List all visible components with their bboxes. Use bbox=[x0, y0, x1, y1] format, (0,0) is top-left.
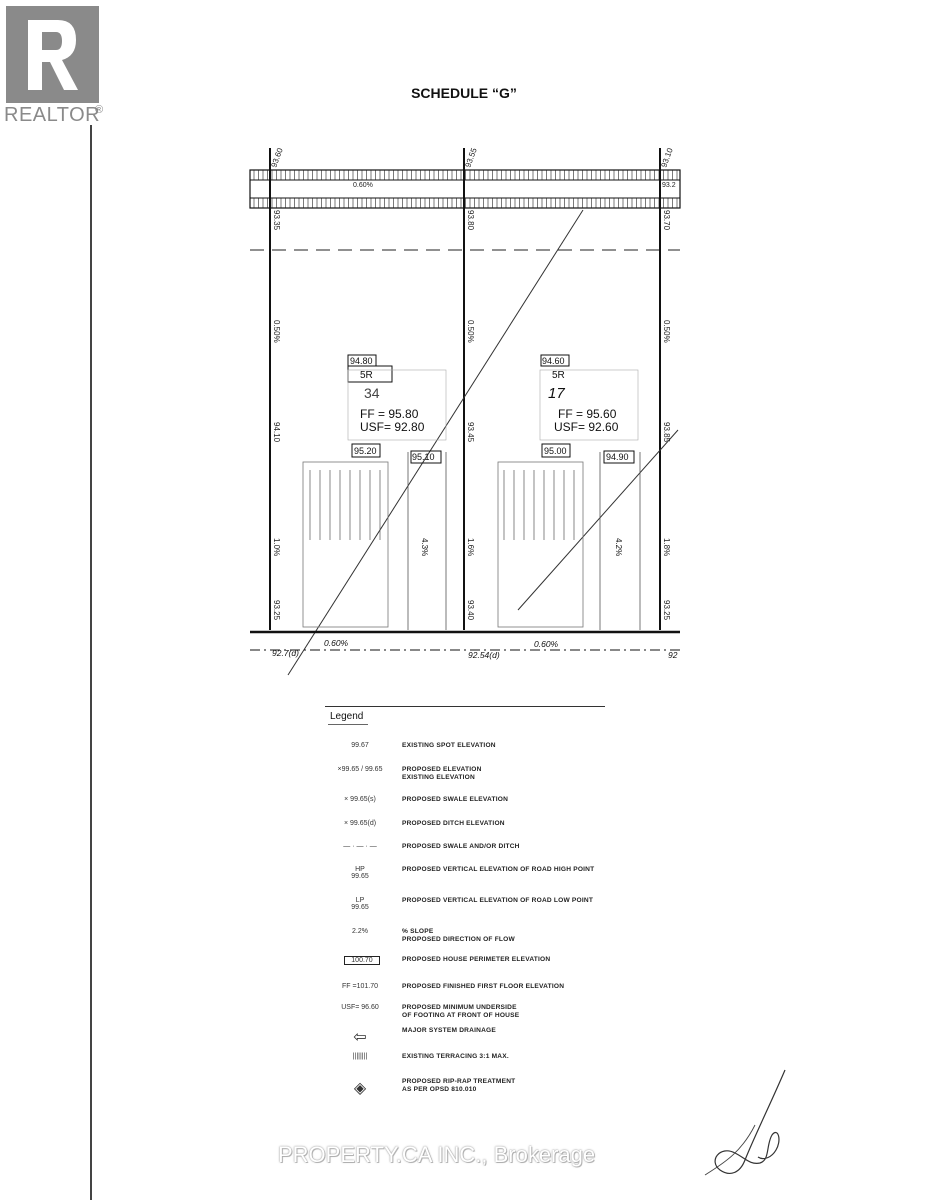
lot-17-number: 17 bbox=[548, 385, 565, 402]
legend-item: FF =101.70 PROPOSED FINISHED FIRST FLOOR … bbox=[330, 983, 630, 1007]
legend-description: MAJOR SYSTEM DRAINAGE bbox=[402, 1027, 496, 1034]
slope-one-2: 1.6% bbox=[466, 538, 475, 556]
legend-item: × 99.65(s) PROPOSED SWALE ELEVATION bbox=[330, 796, 630, 820]
legend-item: — · — · — PROPOSED SWALE AND/OR DITCH bbox=[330, 843, 630, 867]
legend-symbol: 2.2% bbox=[352, 928, 368, 935]
legend-item: × 99.65(d) PROPOSED DITCH ELEVATION bbox=[330, 820, 630, 844]
lot-34-perimeter: 94.80 bbox=[350, 356, 373, 366]
legend-description: PROPOSED ELEVATION EXISTING ELEVATION bbox=[402, 766, 482, 781]
top-elev-3: 93.10 bbox=[659, 146, 674, 168]
page-title: SCHEDULE “G” bbox=[411, 85, 517, 101]
legend-description: PROPOSED SWALE AND/OR DITCH bbox=[402, 843, 520, 850]
legend-heading-rule bbox=[328, 724, 368, 725]
top-elev-2: 93.55 bbox=[463, 146, 478, 168]
legend-symbol: × 99.65(s) bbox=[344, 796, 376, 803]
ditch-right-elev: 92 bbox=[668, 650, 678, 660]
lot-34: 94.80 5R 34 FF = 95.80 USF= 92.80 95.20 … bbox=[302, 354, 447, 630]
legend-item: USF= 96.60 PROPOSED MINIMUM UNDERSIDE OF … bbox=[330, 1004, 630, 1028]
slope-one-3: 1.8% bbox=[662, 538, 671, 556]
lot-34-usf: USF= 92.80 bbox=[360, 420, 425, 434]
lot-17-perimeter: 94.60 bbox=[542, 356, 565, 366]
legend-symbol: HP 99.65 bbox=[351, 866, 369, 880]
legend-symbol: ◈ bbox=[353, 1080, 367, 1097]
legend-item: 2.2% % SLOPE PROPOSED DIRECTION OF FLOW bbox=[330, 928, 630, 952]
lot-17-usf: USF= 92.60 bbox=[554, 420, 619, 434]
legend-description: PROPOSED HOUSE PERIMETER ELEVATION bbox=[402, 956, 551, 963]
ditch-left-slope: 0.60% bbox=[324, 638, 349, 648]
top-right-value: 93.2 bbox=[662, 182, 676, 189]
realtor-reg-mark: ® bbox=[95, 104, 104, 116]
legend-symbol: FF =101.70 bbox=[342, 983, 378, 990]
lot-grading-plan: 93.60 93.55 93.10 93.35 93.80 93.70 0.50… bbox=[249, 146, 681, 676]
realtor-logo-icon bbox=[6, 6, 99, 103]
lot-17-front-right: 94.90 bbox=[606, 452, 629, 462]
slope-half-3: 0.50% bbox=[662, 320, 671, 343]
legend-description: EXISTING SPOT ELEVATION bbox=[402, 742, 496, 749]
ditch-mid-elev: 92.54(d) bbox=[468, 650, 500, 660]
lot-34-front-right: 95.10 bbox=[412, 452, 435, 462]
legend-description: PROPOSED RIP-RAP TREATMENT AS PER OPSD 8… bbox=[402, 1078, 516, 1093]
mid-elev-3: 93.85 bbox=[662, 422, 671, 443]
legend-top-rule bbox=[325, 706, 605, 707]
diagonal-line-2 bbox=[517, 429, 679, 611]
lot-34-number: 34 bbox=[364, 385, 380, 401]
legend-symbol: |||||||| bbox=[352, 1053, 368, 1060]
top-elev-1: 93.60 bbox=[269, 146, 284, 168]
mid-elev-2: 93.45 bbox=[466, 422, 475, 443]
slope-one-1: 1.0% bbox=[272, 538, 281, 556]
legend-description: PROPOSED FINISHED FIRST FLOOR ELEVATION bbox=[402, 983, 565, 990]
lot-34-type: 5R bbox=[360, 370, 373, 381]
lot-17-ff: FF = 95.60 bbox=[558, 407, 617, 421]
legend-heading: Legend bbox=[330, 711, 364, 722]
legend-symbol: LP 99.65 bbox=[351, 897, 369, 911]
lot-34-front-left: 95.20 bbox=[354, 446, 377, 456]
slope-half-1: 0.50% bbox=[272, 320, 281, 343]
legend-item: ⇦ MAJOR SYSTEM DRAINAGE bbox=[330, 1027, 630, 1051]
legend-description: % SLOPE PROPOSED DIRECTION OF FLOW bbox=[402, 928, 515, 943]
legend-symbol: — · — · — bbox=[343, 843, 377, 850]
road-slope-label: 0.60% bbox=[353, 182, 373, 189]
ditch-mid-slope: 0.60% bbox=[534, 639, 559, 649]
realtor-logo-text: REALTOR bbox=[4, 104, 101, 126]
lot-17: 94.60 5R 17 FF = 95.60 USF= 92.60 95.00 … bbox=[497, 354, 641, 630]
lot-17-slope: 4.2% bbox=[614, 538, 623, 556]
brokerage-watermark: PROPERTY.CA INC., Brokerage bbox=[278, 1142, 596, 1167]
legend-item: LP 99.65 PROPOSED VERTICAL ELEVATION OF R… bbox=[330, 897, 630, 921]
legend-symbol: 99.67 bbox=[351, 742, 369, 749]
diagonal-line-1 bbox=[287, 209, 584, 676]
legend-item: 100.70 PROPOSED HOUSE PERIMETER ELEVATION bbox=[330, 956, 630, 980]
rear-elev-1: 93.25 bbox=[272, 600, 281, 621]
road-hatching bbox=[253, 170, 678, 208]
legend-description: PROPOSED SWALE ELEVATION bbox=[402, 796, 509, 803]
legend-item: |||||||| EXISTING TERRACING 3:1 MAX. bbox=[330, 1053, 630, 1077]
legend-symbol: 100.70 bbox=[344, 956, 380, 965]
legend-description: PROPOSED MINIMUM UNDERSIDE OF FOOTING AT… bbox=[402, 1004, 520, 1019]
front-elev-3: 93.70 bbox=[662, 210, 671, 231]
legend-item: 99.67 EXISTING SPOT ELEVATION bbox=[330, 742, 630, 766]
legend-description: PROPOSED DITCH ELEVATION bbox=[402, 820, 505, 827]
rear-elev-2: 93.40 bbox=[466, 600, 475, 621]
legend-description: PROPOSED VERTICAL ELEVATION OF ROAD HIGH… bbox=[402, 866, 595, 873]
legend-symbol: ×99.65 / 99.65 bbox=[337, 766, 383, 773]
slope-half-2: 0.50% bbox=[466, 320, 475, 343]
legend-description: EXISTING TERRACING 3:1 MAX. bbox=[402, 1053, 509, 1060]
legend-item: ×99.65 / 99.65 PROPOSED ELEVATION EXISTIN… bbox=[330, 766, 630, 790]
front-elev-1: 93.35 bbox=[272, 210, 281, 231]
mid-elev-1: 94.10 bbox=[272, 422, 281, 443]
lot-17-front-left: 95.00 bbox=[544, 446, 567, 456]
legend-description: PROPOSED VERTICAL ELEVATION OF ROAD LOW … bbox=[402, 897, 594, 904]
front-elev-2: 93.80 bbox=[466, 210, 475, 231]
lot-34-slope: 4.3% bbox=[420, 538, 429, 556]
legend-item: ◈ PROPOSED RIP-RAP TREATMENT AS PER OPSD … bbox=[330, 1078, 630, 1102]
ditch-left-elev: 92.7(d) bbox=[272, 648, 299, 658]
page-margin-line bbox=[90, 125, 92, 1200]
lot-17-type: 5R bbox=[552, 370, 565, 381]
legend-item: HP 99.65 PROPOSED VERTICAL ELEVATION OF R… bbox=[330, 866, 630, 890]
lot-34-ff: FF = 95.80 bbox=[360, 407, 419, 421]
legend-symbol: ⇦ bbox=[353, 1029, 367, 1046]
legend-symbol: USF= 96.60 bbox=[341, 1004, 379, 1011]
legend-symbol: × 99.65(d) bbox=[343, 820, 377, 827]
rear-elev-3: 93.25 bbox=[662, 600, 671, 621]
signature-icon bbox=[704, 1069, 786, 1176]
